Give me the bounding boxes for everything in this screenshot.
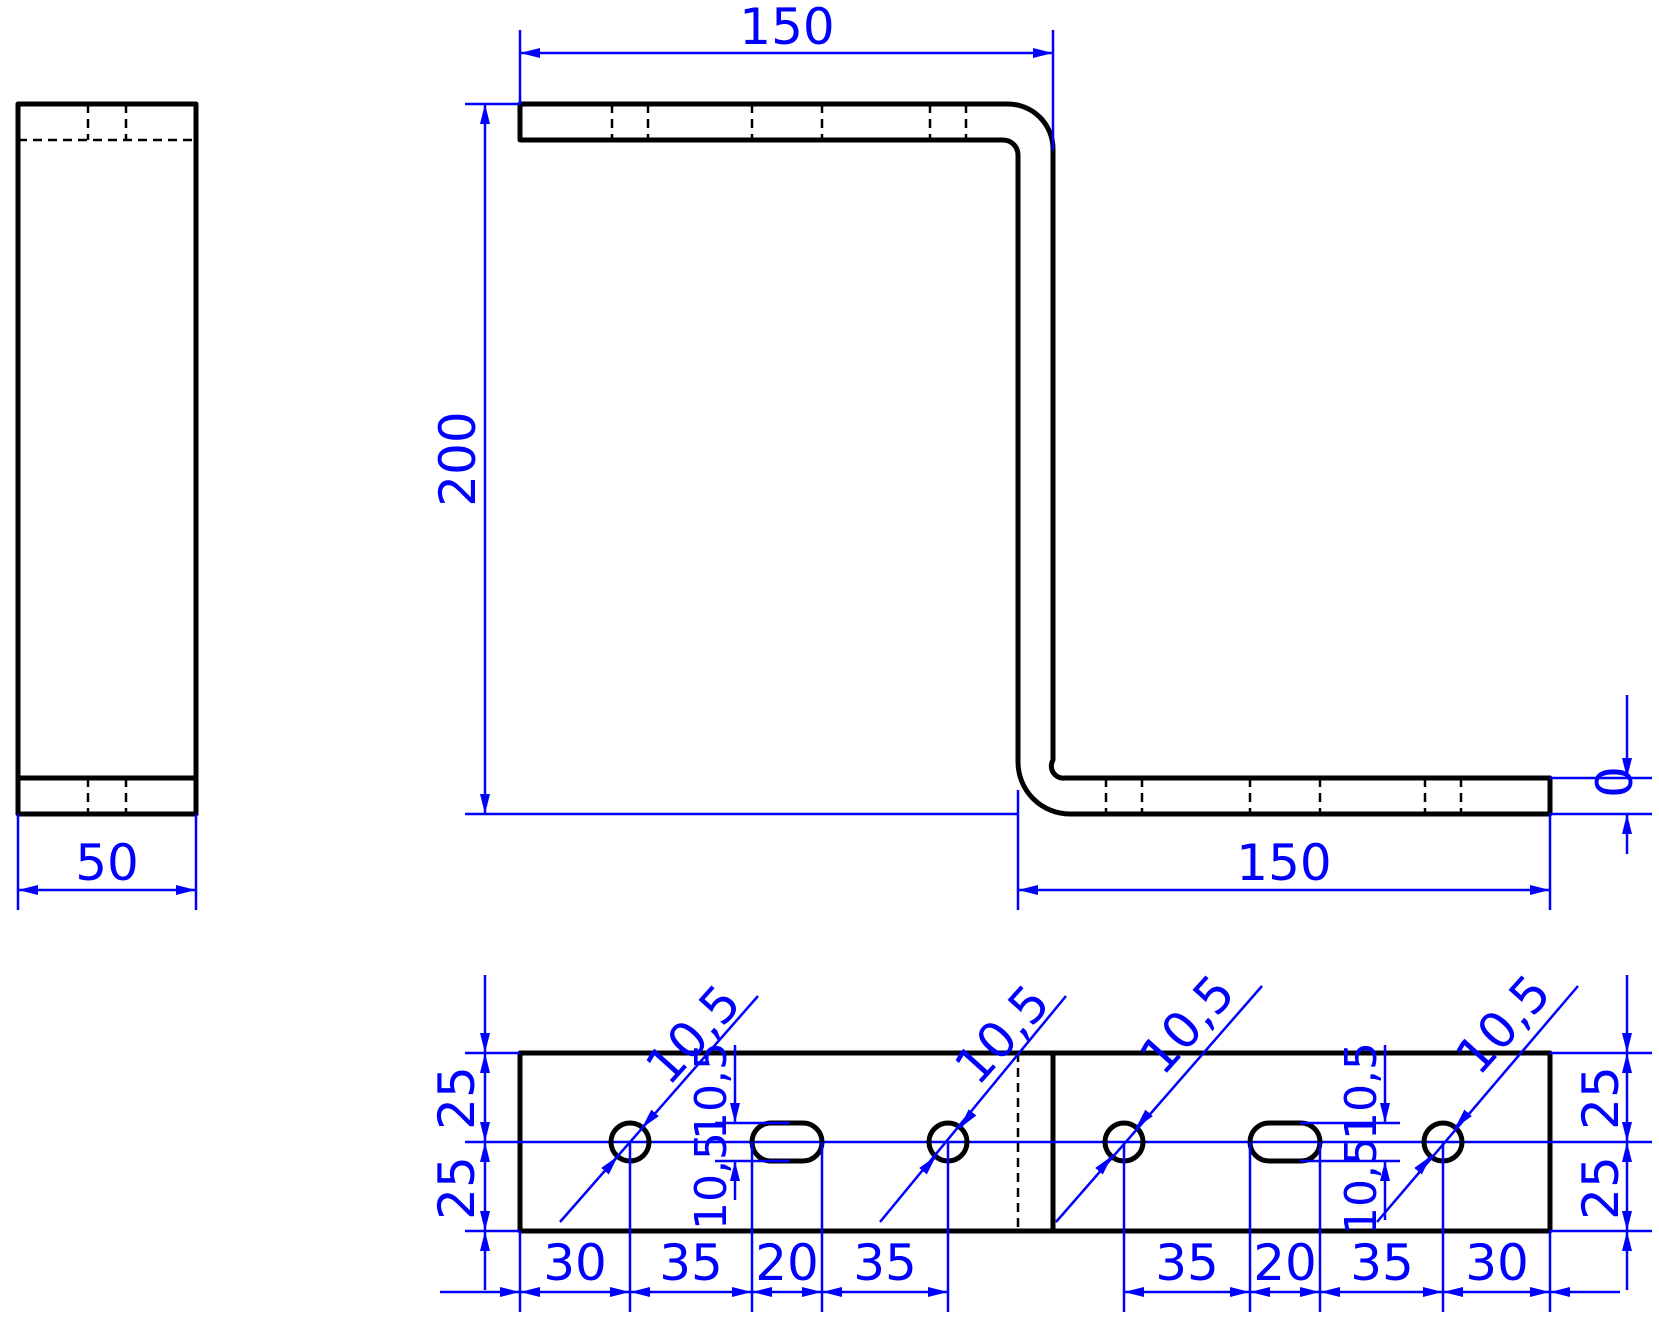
leader-arrow <box>959 1109 977 1129</box>
dim-line-hole-1 <box>559 995 759 1223</box>
dim-chain-value: 20 <box>1253 1234 1317 1292</box>
dim-edge-bottom-left: 25 <box>428 1156 486 1220</box>
z-profile-outline <box>517 101 1553 817</box>
dim-width: 50 <box>75 834 139 892</box>
dim-edge-top-left: 25 <box>428 1066 486 1130</box>
side-view-outline <box>15 101 199 817</box>
leader-arrow <box>1414 1155 1432 1175</box>
dim-hole-diameter: 10,5 <box>944 974 1062 1096</box>
dim-slot-height: 10,5 <box>686 1042 737 1140</box>
dim-chain-value: 35 <box>659 1234 723 1292</box>
leader-arrow <box>641 1109 659 1129</box>
bottom-chain-dims: 30 35 20 35 35 20 35 30 <box>440 1234 1620 1297</box>
leader-arrow <box>1135 1109 1153 1129</box>
leader-arrow <box>601 1155 619 1175</box>
dim-line-hole-4 <box>1376 985 1579 1223</box>
dim-slot-height: 10,5 <box>1336 1137 1387 1235</box>
dim-slot-height: 10,5 <box>1336 1042 1387 1140</box>
leader-arrow <box>1454 1109 1472 1129</box>
bottom-chain-ext <box>518 1142 1552 1312</box>
dim-chain-value: 30 <box>1465 1234 1529 1292</box>
dim-chain-value: 35 <box>1350 1234 1414 1292</box>
dim-line-hole-3 <box>1055 985 1263 1223</box>
plan-view: 10,5 10,5 10,5 10,5 10,5 10,5 10,5 10,5 … <box>428 964 1652 1312</box>
dim-edge-top-right: 25 <box>1572 1066 1630 1130</box>
dim-slot-height: 10,5 <box>686 1132 737 1230</box>
dim-chain-value: 35 <box>853 1234 917 1292</box>
dim-chain-value: 35 <box>1155 1234 1219 1292</box>
dim-height: 200 <box>429 411 487 506</box>
dim-top-flange: 150 <box>739 0 834 56</box>
leader-arrow <box>919 1155 937 1175</box>
dim-chain-value: 20 <box>755 1234 819 1292</box>
dim-chain-value: 30 <box>543 1234 607 1292</box>
leader-arrow <box>1095 1155 1113 1175</box>
dim-edge-bottom-right: 25 <box>1572 1156 1630 1220</box>
side-view: 50 <box>15 101 199 910</box>
front-view: 150 200 150 0 <box>429 0 1652 910</box>
dim-line-hole-2 <box>879 995 1067 1223</box>
dim-thickness: 0 <box>1586 766 1644 798</box>
dim-bottom-flange: 150 <box>1236 834 1331 892</box>
